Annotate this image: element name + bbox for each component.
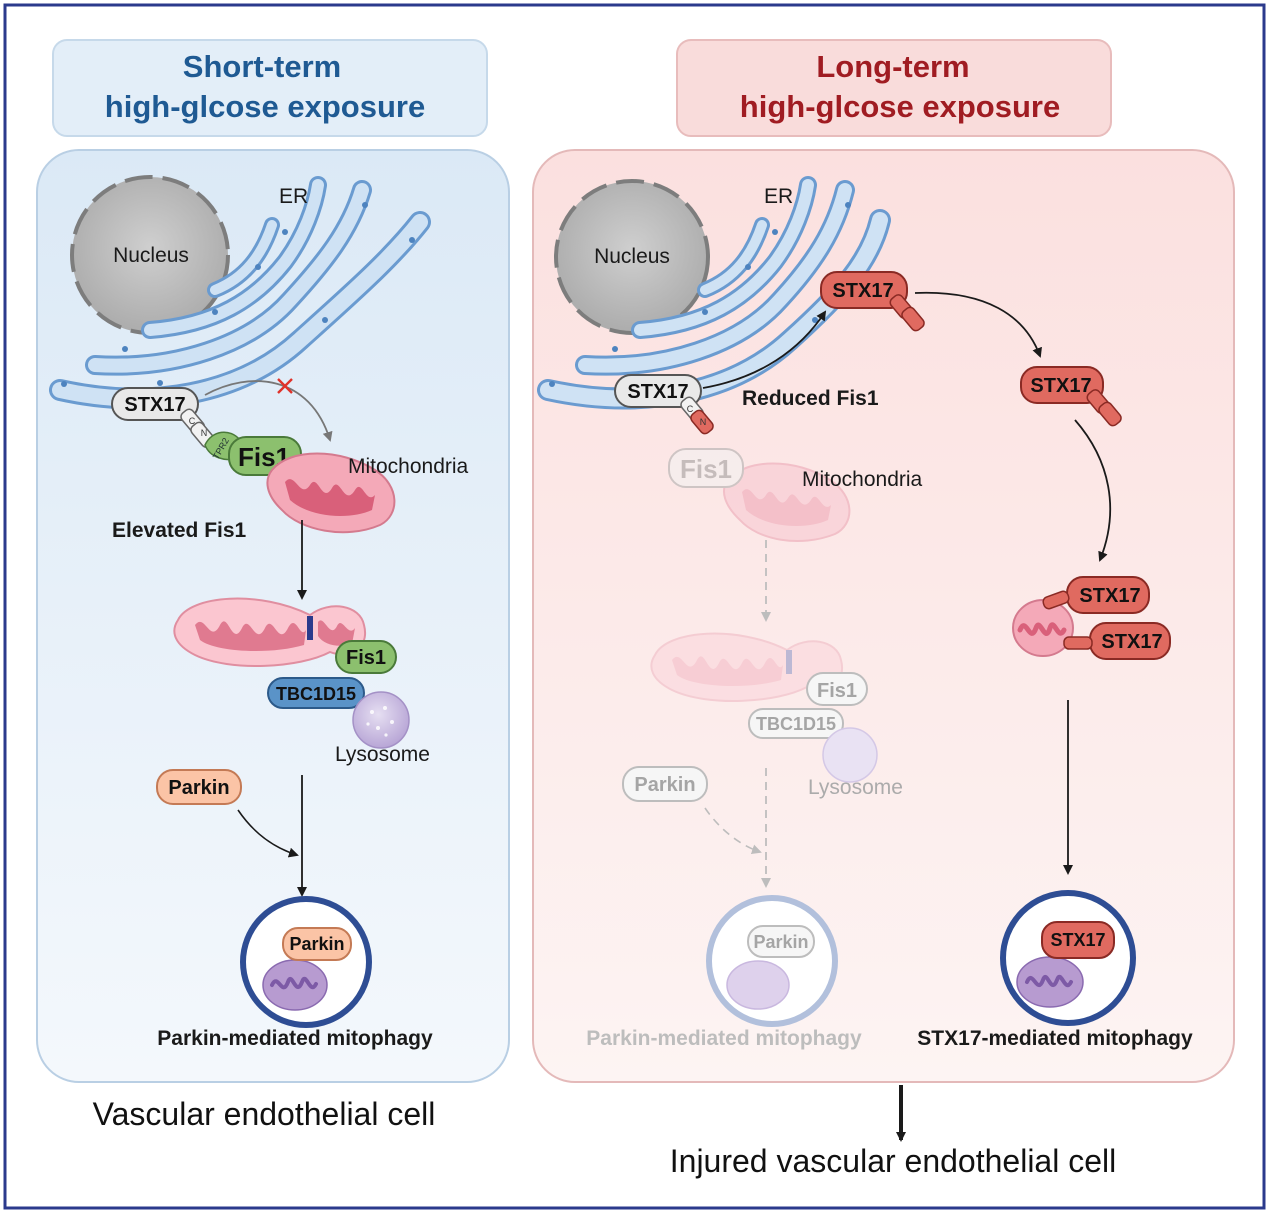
stx17-top-pill — [820, 271, 908, 309]
nucleus-label: Nucleus — [113, 244, 189, 267]
right-caption: Injured vascular endothelial cell — [670, 1143, 1116, 1179]
stx17-pill — [111, 387, 199, 421]
lysosome-dots-icon — [366, 706, 394, 737]
dividing-mitochondrion-icon — [173, 597, 367, 667]
faded-fis1-small-label: Fis1 — [817, 680, 857, 702]
parkin-inner-pill — [282, 927, 352, 961]
parkin-arrow — [237, 809, 299, 858]
stx17-mito1-tail-icon — [1042, 590, 1070, 610]
right-panel: Long-term high-glcose exposure Nucleus E… — [532, 39, 1235, 1179]
stx17-mito2-label: STX17 — [1101, 631, 1162, 653]
stx17-engulfed-mito-icon — [1016, 956, 1084, 1008]
stx17-mid-label: STX17 — [1030, 375, 1091, 397]
faded-parkin-arrow — [704, 807, 762, 855]
parkin-label: Parkin — [168, 777, 229, 799]
parkin-inner-label: Parkin — [289, 934, 344, 954]
mitochondria-label-right: Mitochondria — [802, 468, 923, 491]
left-title-box — [52, 39, 488, 137]
left-title-line1: Short-term — [183, 49, 341, 84]
c-terminus-label: C — [189, 416, 196, 426]
left-title-line2: high-glcose exposure — [105, 89, 425, 124]
er-label: ER — [279, 185, 308, 208]
faded-fis1-small-pill — [806, 672, 868, 706]
stx17-inner-pill — [1041, 921, 1115, 959]
arrow-top-to-mid — [914, 291, 1042, 358]
tbc1d15-label: TBC1D15 — [276, 684, 356, 704]
stx17-er-label: STX17 — [627, 381, 688, 403]
stx17-mitochondrion-icon — [1012, 599, 1074, 657]
faded-tbc1d15-pill — [748, 708, 844, 739]
stx17-er-n-label: N — [700, 417, 707, 427]
blocked-x-icon — [277, 378, 293, 394]
elevated-fis1-label: Elevated Fis1 — [112, 519, 247, 542]
er-label-right: ER — [764, 185, 793, 208]
lysosome-icon — [352, 691, 410, 749]
right-title-line2: high-glcose exposure — [740, 89, 1060, 124]
left-panel: Short-term high-glcose exposure Nucleus — [36, 39, 510, 1132]
stx17-mid-pill — [1020, 366, 1104, 404]
mitochondria-icon — [266, 452, 396, 534]
parkin-mitophagy-label: Parkin-mediated mitophagy — [157, 1027, 433, 1050]
stx17-mid-tail-icon — [1086, 389, 1122, 427]
lysosome-label: Lysosome — [335, 743, 430, 766]
reduced-fis1-label: Reduced Fis1 — [742, 387, 879, 410]
faded-mitochondrion-icon — [723, 462, 851, 543]
faded-fis1-label: Fis1 — [680, 454, 732, 484]
faded-lysosome-label: Lysosome — [808, 776, 903, 799]
fis1-small-label: Fis1 — [346, 647, 386, 669]
stx17-er-c-label: C — [687, 404, 694, 414]
left-caption: Vascular endothelial cell — [93, 1096, 436, 1132]
stx17-top-label: STX17 — [832, 280, 893, 302]
faded-pathway: Fis1 — [668, 448, 851, 543]
faded-parkin-label: Parkin — [634, 774, 695, 796]
faded-engulfed-mito-icon — [726, 960, 790, 1010]
faded-tbc1d15-label: TBC1D15 — [756, 714, 836, 734]
n-terminus-label: N — [201, 428, 208, 438]
stx17-top-tail-icon — [889, 294, 925, 332]
stx17-label: STX17 — [124, 394, 185, 416]
faded-parkin-pill — [622, 766, 708, 802]
stx17-mito1-label: STX17 — [1079, 585, 1140, 607]
right-title-box — [676, 39, 1112, 137]
engulfed-mitochondrion-icon — [262, 959, 328, 1011]
faded-lysosome-icon — [822, 727, 878, 783]
mitochondria-label: Mitochondria — [348, 455, 469, 478]
stx17-mito2-tail-icon — [1063, 636, 1093, 650]
arrow-to-stx17-top — [702, 310, 827, 389]
faded-fis1-pill — [668, 448, 744, 488]
parkin-pill — [156, 769, 242, 805]
faded-parkin-inner-label: Parkin — [753, 932, 808, 952]
stx17-er-pill — [614, 374, 702, 408]
nucleus-label-right: Nucleus — [594, 245, 670, 268]
stx17-inner-label: STX17 — [1050, 930, 1105, 950]
arrow-mid-to-mito — [1074, 419, 1111, 562]
blocked-arrow — [204, 380, 333, 442]
faded-parkin-mitophagy-label: Parkin-mediated mitophagy — [586, 1027, 862, 1050]
faded-parkin-inner-pill — [747, 925, 815, 958]
right-title-line1: Long-term — [816, 49, 969, 84]
tbc1d15-pill — [267, 677, 365, 709]
fis1-small-pill — [335, 640, 397, 674]
stx17-mitophagy-label: STX17-mediated mitophagy — [917, 1027, 1193, 1050]
stx17-er-tail-icon — [680, 396, 714, 435]
